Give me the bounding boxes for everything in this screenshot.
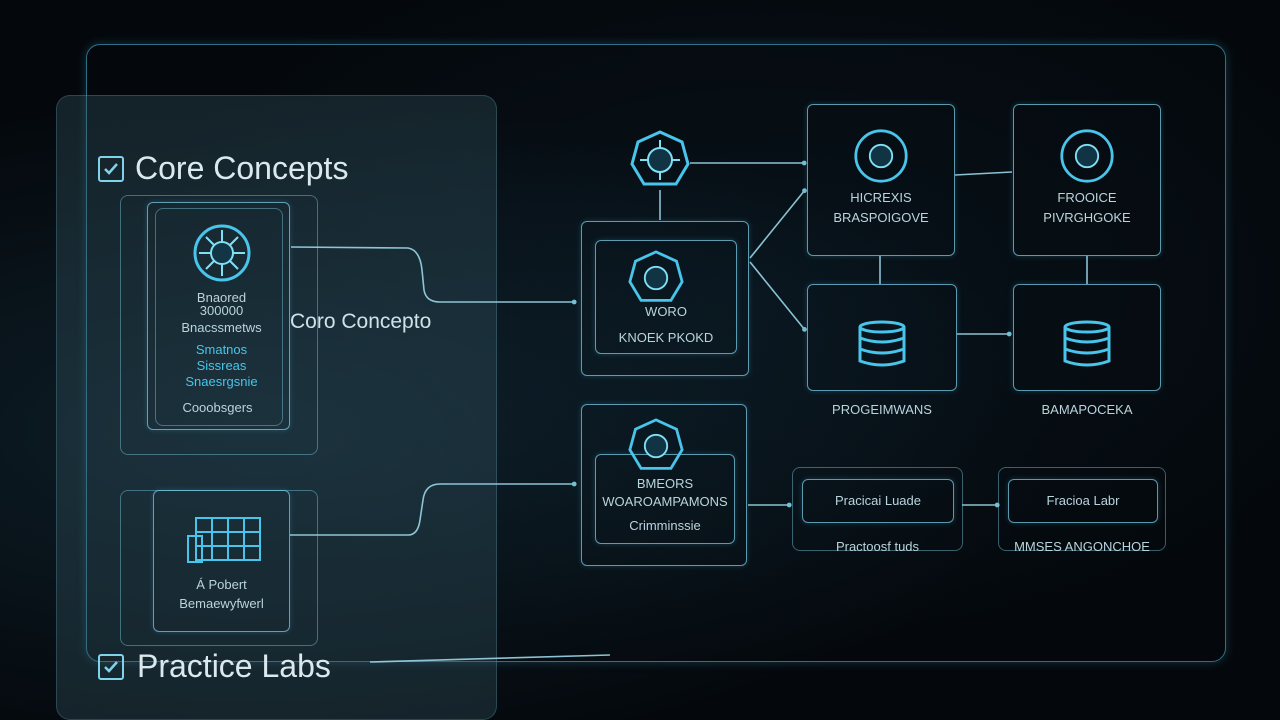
top-right-node[interactable]: [1013, 104, 1161, 256]
labs-card-line-2: Bemaewyfwerl: [179, 596, 264, 611]
top-mid-node[interactable]: [807, 104, 955, 256]
hub-node-icon: [630, 130, 690, 186]
top-mid-hub-icon: [854, 129, 908, 183]
top-right-line-2: PIVRGHGOKE: [1043, 210, 1131, 225]
core-card-line-2: 300000: [199, 303, 244, 318]
network-hub-icon: [193, 224, 251, 282]
database-icon: [858, 320, 906, 367]
lab-right-box[interactable]: [1008, 479, 1158, 523]
center-bottom-inner: [595, 454, 735, 544]
core-concepts-heading: Core Concepts: [135, 150, 349, 186]
center-bottom-node[interactable]: [581, 404, 747, 566]
lab-right-box-label: Fracioa Labr: [1046, 493, 1120, 508]
core-card-shadow: [155, 208, 283, 426]
core-checkbox-icon: [98, 156, 124, 182]
database-icon: [1063, 320, 1111, 367]
core-card-line-7: Cooobsgers: [182, 400, 253, 415]
core-card-outer: [120, 195, 318, 455]
top-right-hub-icon: [1060, 129, 1114, 183]
top-right-line-1: FROOICE: [1057, 190, 1117, 205]
lab-right-sub: MMSES ANGONCHOE: [1014, 539, 1150, 554]
db-right-label: BAMAPOCEKA: [1041, 402, 1133, 417]
top-mid-line-2: BRASPOIGOVE: [833, 210, 929, 225]
lab-right-outer: [998, 467, 1166, 551]
core-card-line-1: Bnaored: [196, 290, 247, 305]
core-card-inner: [147, 202, 290, 430]
lab-mid-outer: [792, 467, 963, 551]
center-bottom-hub-icon: [628, 418, 684, 470]
center-top-inner: [595, 240, 737, 354]
core-card-line-6: Snaesrgsnie: [185, 374, 258, 389]
outer-frame: [86, 44, 1226, 662]
core-card-line-3: Bnacssmetws: [181, 320, 262, 335]
connector-label: Coro Concepto: [290, 310, 432, 333]
center-top-sub: WORO: [645, 304, 687, 319]
labs-card-line-1: Á Pobert: [196, 577, 247, 592]
core-card-line-5: Sissreas: [196, 358, 247, 373]
lab-mid-box-label: Pracicai Luade: [835, 493, 921, 508]
top-mid-line-1: HICREXIS: [850, 190, 912, 205]
labs-checkbox-icon: [98, 654, 124, 680]
core-card-line-4: Smatnos: [195, 342, 248, 357]
center-top-hub-icon: [628, 250, 684, 302]
labs-card-inner: [153, 490, 290, 632]
lab-mid-sub: Practoosf tuds: [835, 539, 920, 554]
server-rack-icon: [187, 517, 261, 563]
db-mid-node[interactable]: [807, 284, 957, 391]
center-bottom-line-2: WOAROAMPAMONS: [602, 494, 728, 509]
center-bottom-line-1: BMEORS: [636, 476, 694, 491]
center-top-node[interactable]: [581, 221, 749, 376]
practice-labs-heading: Practice Labs: [137, 648, 331, 684]
db-mid-label: PROGEIMWANS: [832, 402, 932, 417]
center-top-label: KNOEK PKOKD: [618, 330, 714, 345]
lab-mid-box[interactable]: [802, 479, 954, 523]
center-bottom-line-3: Crimminssie: [629, 518, 701, 533]
db-right-node[interactable]: [1013, 284, 1161, 391]
